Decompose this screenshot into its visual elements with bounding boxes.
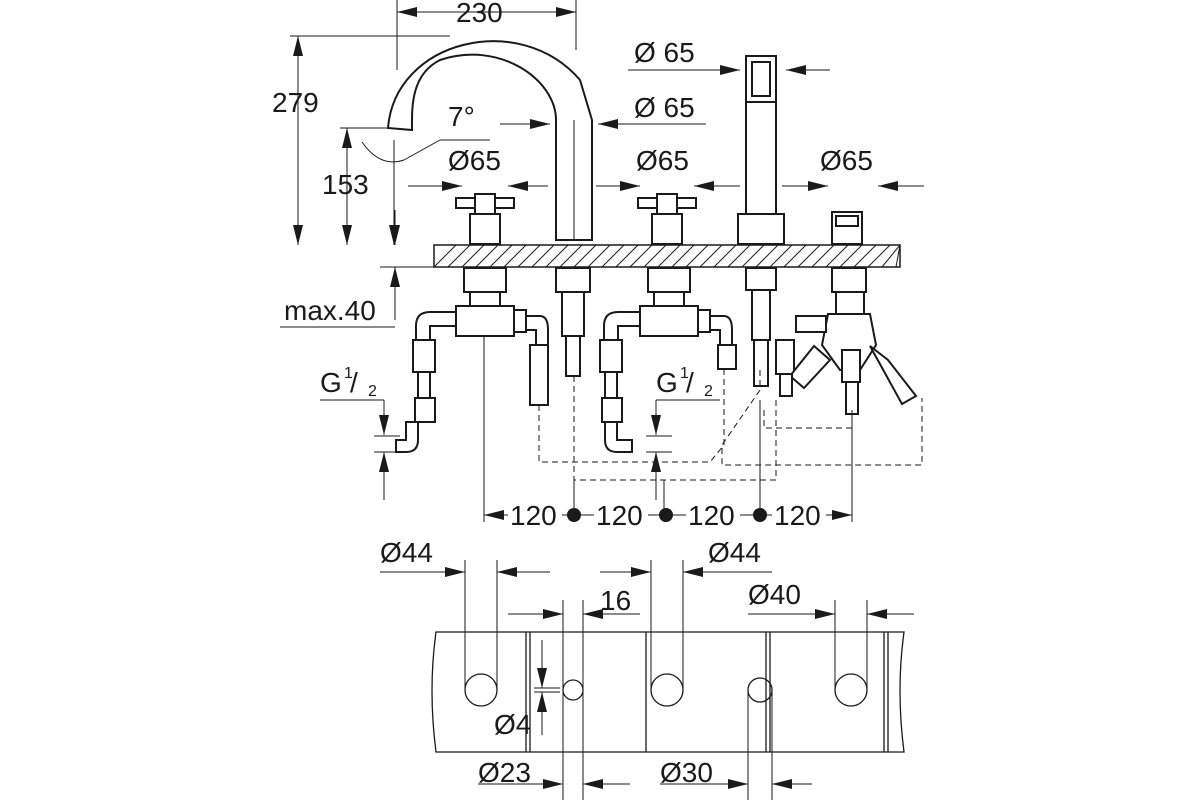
- dim-65-left-label: Ø65: [448, 145, 501, 176]
- dim-65-mid-label: Ø65: [636, 145, 689, 176]
- valve-body-mid: [599, 267, 737, 453]
- thread-left-slash: /: [350, 367, 358, 398]
- dim-16: 16: [508, 585, 640, 800]
- dim-4: Ø4: [494, 640, 560, 740]
- shower-connector: [745, 267, 777, 387]
- hatch-stroke: [783, 244, 807, 268]
- thread-right: G 1 / 2: [646, 365, 720, 500]
- hatch-stroke: [699, 244, 723, 268]
- hatch-stroke: [797, 244, 821, 268]
- dim-65-top: Ø 65: [628, 37, 830, 75]
- spout-connector: [555, 267, 591, 377]
- hatch-stroke: [601, 244, 625, 268]
- hatch-stroke: [531, 244, 555, 268]
- thread-right-slash: /: [686, 367, 694, 398]
- dim-120-3: 120: [688, 500, 735, 531]
- dim-16-label: 16: [600, 585, 631, 616]
- thread-right-den: 2: [704, 383, 713, 400]
- dim-4-label: Ø4: [494, 709, 531, 740]
- hose-routes: [538, 370, 923, 481]
- dim-120-1: 120: [510, 500, 557, 531]
- hatch-stroke: [867, 244, 891, 268]
- hatch-stroke: [489, 244, 513, 268]
- dim-65-top-label: Ø 65: [634, 37, 695, 68]
- hatch-stroke: [587, 244, 611, 268]
- hatch-stroke: [741, 244, 765, 268]
- hatch-stroke: [433, 244, 457, 268]
- dim-279: 279: [272, 35, 450, 245]
- hatch-stroke: [727, 244, 751, 268]
- dim-230-label: 230: [456, 0, 503, 28]
- hatch-stroke: [825, 244, 849, 268]
- hatch-stroke: [657, 244, 681, 268]
- dim-44-left: Ø44: [380, 537, 550, 690]
- thread-right-g: G: [656, 367, 678, 398]
- deck-hatch: [433, 244, 901, 268]
- handle-left: Ø65: [408, 145, 548, 245]
- hatch-stroke: [573, 244, 597, 268]
- thread-left: G 1 / 2: [320, 365, 400, 500]
- hatch-stroke: [615, 244, 639, 268]
- hatch-stroke: [713, 244, 737, 268]
- hatch-stroke: [447, 244, 471, 268]
- spout: [386, 40, 593, 241]
- dim-65-div-label: Ø65: [820, 145, 873, 176]
- hatch-stroke: [503, 244, 527, 268]
- dim-44-mid: Ø44: [600, 537, 772, 690]
- dim-153-label: 153: [322, 169, 369, 200]
- dim-40: Ø40: [748, 579, 914, 690]
- dim-44-left-label: Ø44: [380, 537, 433, 568]
- dim-7deg-label: 7°: [448, 101, 475, 132]
- dim-44-mid-label: Ø44: [708, 537, 761, 568]
- handle-middle: Ø65: [596, 145, 740, 245]
- hatch-stroke: [685, 244, 709, 268]
- dim-65-neck-label: Ø 65: [634, 92, 695, 123]
- diverter: Ø65: [782, 145, 924, 245]
- dim-30-label: Ø30: [660, 757, 713, 788]
- dim-23-label: Ø23: [478, 757, 531, 788]
- thread-left-num: 1: [344, 365, 353, 382]
- dim-max40-label: max.40: [284, 295, 376, 326]
- dim-23: Ø23: [478, 757, 630, 789]
- hatch-stroke: [671, 244, 695, 268]
- hole-layout: [431, 631, 905, 753]
- dim-angle: 7°: [361, 101, 490, 163]
- dim-279-label: 279: [272, 87, 319, 118]
- hatch-stroke: [643, 244, 667, 268]
- hatch-stroke: [545, 244, 569, 268]
- hatch-stroke: [559, 244, 583, 268]
- dim-40-label: Ø40: [748, 579, 801, 610]
- hatch-stroke: [839, 244, 863, 268]
- hatch-stroke: [517, 244, 541, 268]
- hatch-stroke: [881, 244, 901, 268]
- hatch-stroke: [895, 244, 901, 268]
- hatch-stroke: [811, 244, 835, 268]
- hatch-stroke: [475, 244, 499, 268]
- dim-max40: max.40: [280, 210, 400, 328]
- hatch-stroke: [629, 244, 653, 268]
- hatch-stroke: [853, 244, 877, 268]
- dim-spacing-row: 120 120 120 120: [483, 336, 853, 531]
- hatch-stroke: [461, 244, 485, 268]
- valve-body-left: [395, 267, 549, 453]
- diverter-body: [775, 267, 918, 415]
- dim-30: Ø30: [660, 690, 812, 800]
- dim-153: 153: [322, 127, 399, 245]
- thread-left-g: G: [320, 367, 342, 398]
- dim-230: 230: [396, 0, 577, 70]
- dim-120-4: 120: [774, 500, 821, 531]
- dim-120-2: 120: [596, 500, 643, 531]
- thread-right-num: 1: [680, 365, 689, 382]
- hatch-stroke: [755, 244, 779, 268]
- hand-shower: [737, 55, 785, 245]
- dim-65-neck: Ø 65: [500, 92, 706, 129]
- hatch-stroke: [769, 244, 793, 268]
- deck: [380, 244, 901, 268]
- thread-left-den: 2: [368, 383, 377, 400]
